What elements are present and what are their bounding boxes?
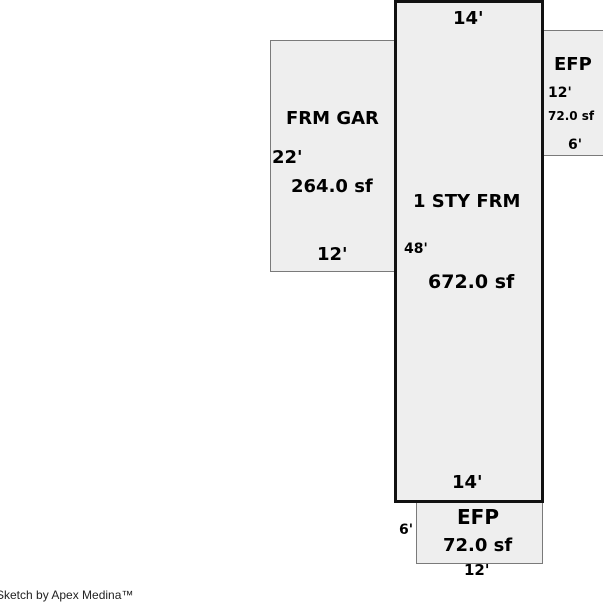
- main-name: 1 STY FRM: [413, 191, 521, 212]
- porch-bottom-bottom-dimension: 12': [464, 561, 490, 579]
- porch-bottom-side-dimension: 6': [399, 522, 414, 538]
- porch-right-room: [541, 30, 603, 156]
- porch-right-bottom-dimension: 6': [568, 137, 583, 153]
- main-top-dimension: 14': [453, 8, 484, 29]
- main-room: [394, 0, 544, 503]
- main-side-dimension: 48': [404, 241, 428, 257]
- porch-right-side-dimension: 12': [548, 85, 572, 101]
- garage-area: 264.0 sf: [291, 176, 373, 197]
- garage-room: [270, 40, 397, 272]
- porch-bottom-name: EFP: [457, 505, 499, 529]
- main-bottom-dimension: 14': [452, 472, 483, 493]
- sketch-credit: Sketch by Apex Medina™: [0, 588, 134, 602]
- main-area: 672.0 sf: [428, 271, 515, 293]
- porch-bottom-area: 72.0 sf: [443, 535, 513, 556]
- porch-bottom-room: [416, 500, 543, 564]
- porch-right-name: EFP: [554, 54, 592, 75]
- garage-bottom-dimension: 12': [317, 244, 348, 265]
- garage-side-dimension: 22': [272, 147, 303, 168]
- garage-name: FRM GAR: [286, 108, 379, 129]
- porch-right-area: 72.0 sf: [548, 109, 595, 123]
